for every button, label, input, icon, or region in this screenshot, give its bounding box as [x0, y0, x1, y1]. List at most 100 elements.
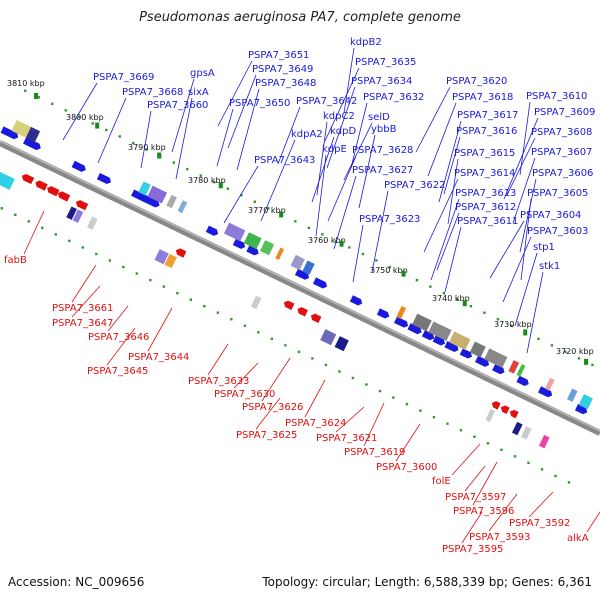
gene-leader-top	[343, 47, 355, 114]
gene-leader-top	[227, 74, 257, 149]
gene-label-top: PSPA7_3649	[252, 64, 313, 75]
forward-gene-block	[578, 394, 593, 410]
gene-label-top: PSPA7_3642	[296, 96, 357, 107]
scale-track-inner	[284, 344, 287, 347]
forward-gene-block	[508, 360, 520, 374]
genome-backbone	[0, 140, 600, 436]
scale-track-inner	[135, 272, 139, 275]
gene-label-bottom: fabB	[4, 255, 27, 266]
gene-label-top: PSPA7_3634	[351, 76, 412, 87]
scale-tick	[339, 240, 344, 247]
gene-leader-top	[223, 165, 259, 224]
forward-gene-block	[544, 377, 555, 391]
gene-leader-top	[358, 134, 376, 209]
gene-label-top: PSPA7_3616	[456, 126, 517, 137]
scale-track-inner	[27, 220, 30, 223]
gene-leader-top	[447, 158, 459, 225]
forward-gene-arrow	[312, 277, 328, 289]
scale-track-inner	[14, 213, 17, 217]
gene-leader-bottom	[207, 343, 229, 376]
forward-gene-arrow	[538, 386, 553, 398]
gene-label-top: kdpD	[330, 126, 356, 137]
scale-track-inner	[567, 481, 571, 484]
gene-label-top: ybbB	[371, 124, 397, 135]
forward-gene-block	[428, 321, 452, 341]
scale-label: 3780 kbp	[188, 176, 226, 185]
forward-gene-block	[147, 185, 168, 204]
gene-leader-bottom	[233, 362, 259, 389]
gene-leader-bottom	[335, 406, 365, 433]
gene-leader-top	[502, 236, 532, 303]
scale-track-inner	[162, 285, 166, 288]
reverse-gene-arrow	[500, 405, 510, 414]
reverse-gene-block	[520, 426, 532, 440]
forward-gene-arrow	[432, 335, 446, 346]
forward-gene-block	[138, 181, 151, 196]
forward-gene-arrow	[232, 238, 246, 249]
forward-gene-block	[412, 313, 432, 332]
scale-track-inner	[297, 350, 301, 354]
gene-label-bottom: alkA	[567, 533, 589, 544]
gene-leader-top	[326, 86, 356, 169]
gene-label-bottom: folE	[432, 476, 451, 487]
gene-label-top: PSPA7_3613	[455, 188, 516, 199]
scale-tick	[95, 122, 100, 129]
scale-track-inner	[392, 396, 395, 399]
gene-label-top: stp1	[533, 242, 555, 253]
forward-gene-block	[469, 341, 486, 358]
forward-gene-arrow	[294, 268, 310, 280]
gene-label-top: PSPA7_3611	[457, 216, 518, 227]
scale-track-inner	[540, 468, 544, 471]
scale-track-inner	[81, 246, 85, 249]
reverse-gene-block	[87, 216, 98, 230]
gene-leader-top	[217, 60, 253, 127]
gene-leader-bottom	[255, 397, 281, 430]
gene-leader-bottom	[528, 491, 554, 518]
gene-label-top: PSPA7_3651	[248, 50, 309, 61]
gene-label-bottom: PSPA7_3621	[316, 433, 377, 444]
scale-track-outer	[307, 226, 311, 230]
gene-label-top: PSPA7_3620	[446, 76, 507, 87]
forward-gene-block	[243, 232, 262, 250]
scale-track-outer	[496, 318, 500, 321]
scale-label: 3760 kbp	[308, 236, 346, 245]
reverse-gene-block	[250, 295, 262, 310]
gene-leader-bottom	[261, 357, 291, 402]
gene-label-top: PSPA7_3628	[352, 145, 413, 156]
gene-leader-top	[324, 67, 360, 142]
gene-leader-top	[343, 122, 373, 181]
gene-label-top: kdpB2	[350, 37, 382, 48]
gene-leader-bottom	[106, 327, 136, 366]
scale-track-outer	[429, 285, 432, 288]
gene-label-top: PSPA7_3617	[457, 110, 518, 121]
forward-gene-arrow	[96, 172, 111, 185]
reverse-gene-arrow	[75, 200, 89, 211]
scale-label: 3770 kbp	[248, 206, 286, 215]
gene-label-top: PSPA7_3648	[255, 78, 316, 89]
gene-label-top: PSPA7_3615	[454, 148, 515, 159]
scale-track-outer	[375, 259, 378, 262]
forward-gene-arrow	[205, 225, 219, 236]
scale-track-inner	[473, 435, 476, 438]
gene-label-top: PSPA7_3623	[359, 214, 420, 225]
reverse-gene-arrow	[491, 401, 501, 410]
forward-gene-arrow	[459, 348, 473, 359]
gene-label-top: PSPA7_3618	[452, 92, 513, 103]
reverse-gene-arrow	[509, 409, 519, 419]
gene-label-bottom: PSPA7_3630	[214, 389, 275, 400]
scale-track-inner	[378, 389, 382, 393]
scale-track-inner	[351, 376, 355, 380]
gene-leader-top	[430, 198, 460, 281]
gene-label-top: PSPA7_3610	[526, 91, 587, 102]
gene-label-top: PSPA7_3614	[454, 168, 515, 179]
reverse-gene-block	[485, 409, 496, 422]
scale-track-outer	[240, 194, 243, 197]
scale-track-outer	[78, 115, 81, 119]
gene-leader-top	[436, 212, 460, 271]
scale-tick	[34, 92, 39, 99]
scale-track-outer	[253, 200, 257, 203]
scale-track-outer	[91, 122, 94, 125]
gene-label-top: PSPA7_3632	[363, 92, 424, 103]
scale-tick	[157, 152, 162, 159]
scale-tick	[462, 300, 467, 307]
